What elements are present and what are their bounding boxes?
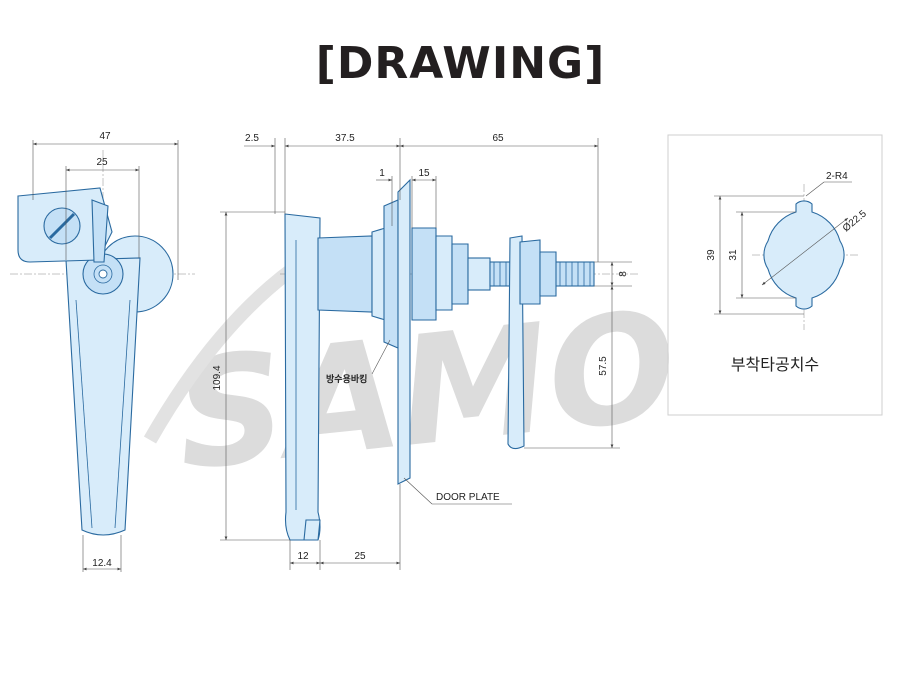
dim-front-width: 47 xyxy=(99,131,111,142)
front-view: 47 25 12.4 xyxy=(10,131,195,572)
dim-side-height: 109.4 xyxy=(212,365,223,390)
page-title: [DRAWING] xyxy=(315,38,606,89)
dim-cutout-radius: 2-R4 xyxy=(826,171,848,182)
side-view: 2.5 37.5 65 1 15 109.4 8 57.5 12 25 xyxy=(212,133,640,570)
dim-cutout-height-outer: 39 xyxy=(706,249,717,261)
cutout-caption: 부착타공치수 xyxy=(731,355,819,374)
front-lever xyxy=(65,257,141,536)
side-shaft xyxy=(467,257,491,291)
cutout-view: 2-R4 Ø22.5 39 31 부착타공치수 xyxy=(667,134,883,416)
door-plate xyxy=(397,178,411,485)
dim-front-hub: 25 xyxy=(96,157,108,168)
dim-side-bottom-a: 12 xyxy=(297,551,309,562)
door-plate-label: DOOR PLATE xyxy=(436,492,500,503)
side-nut xyxy=(411,227,437,321)
dim-side-offset: 2.5 xyxy=(245,133,259,144)
cutout-shape xyxy=(763,200,845,310)
dim-side-nut: 15 xyxy=(418,168,430,179)
side-neck xyxy=(317,235,373,313)
cutout-frame xyxy=(667,134,883,416)
gasket-label: 방수용바킹 xyxy=(326,373,367,385)
dim-side-thread: 8 xyxy=(618,271,629,277)
dim-front-bottom: 12.4 xyxy=(92,558,112,569)
dim-side-cam: 57.5 xyxy=(598,356,609,376)
dim-cutout-height-inner: 31 xyxy=(728,249,739,261)
keyhole-icon xyxy=(98,269,108,279)
side-handle xyxy=(284,213,321,541)
dim-cutout-diameter: Ø22.5 xyxy=(841,208,869,234)
gasket xyxy=(383,199,399,349)
dim-side-gap: 1 xyxy=(379,168,385,179)
dim-side-shaft-length: 65 xyxy=(492,133,504,144)
dim-side-bottom-b: 25 xyxy=(354,551,366,562)
dim-side-handle-length: 37.5 xyxy=(335,133,355,144)
